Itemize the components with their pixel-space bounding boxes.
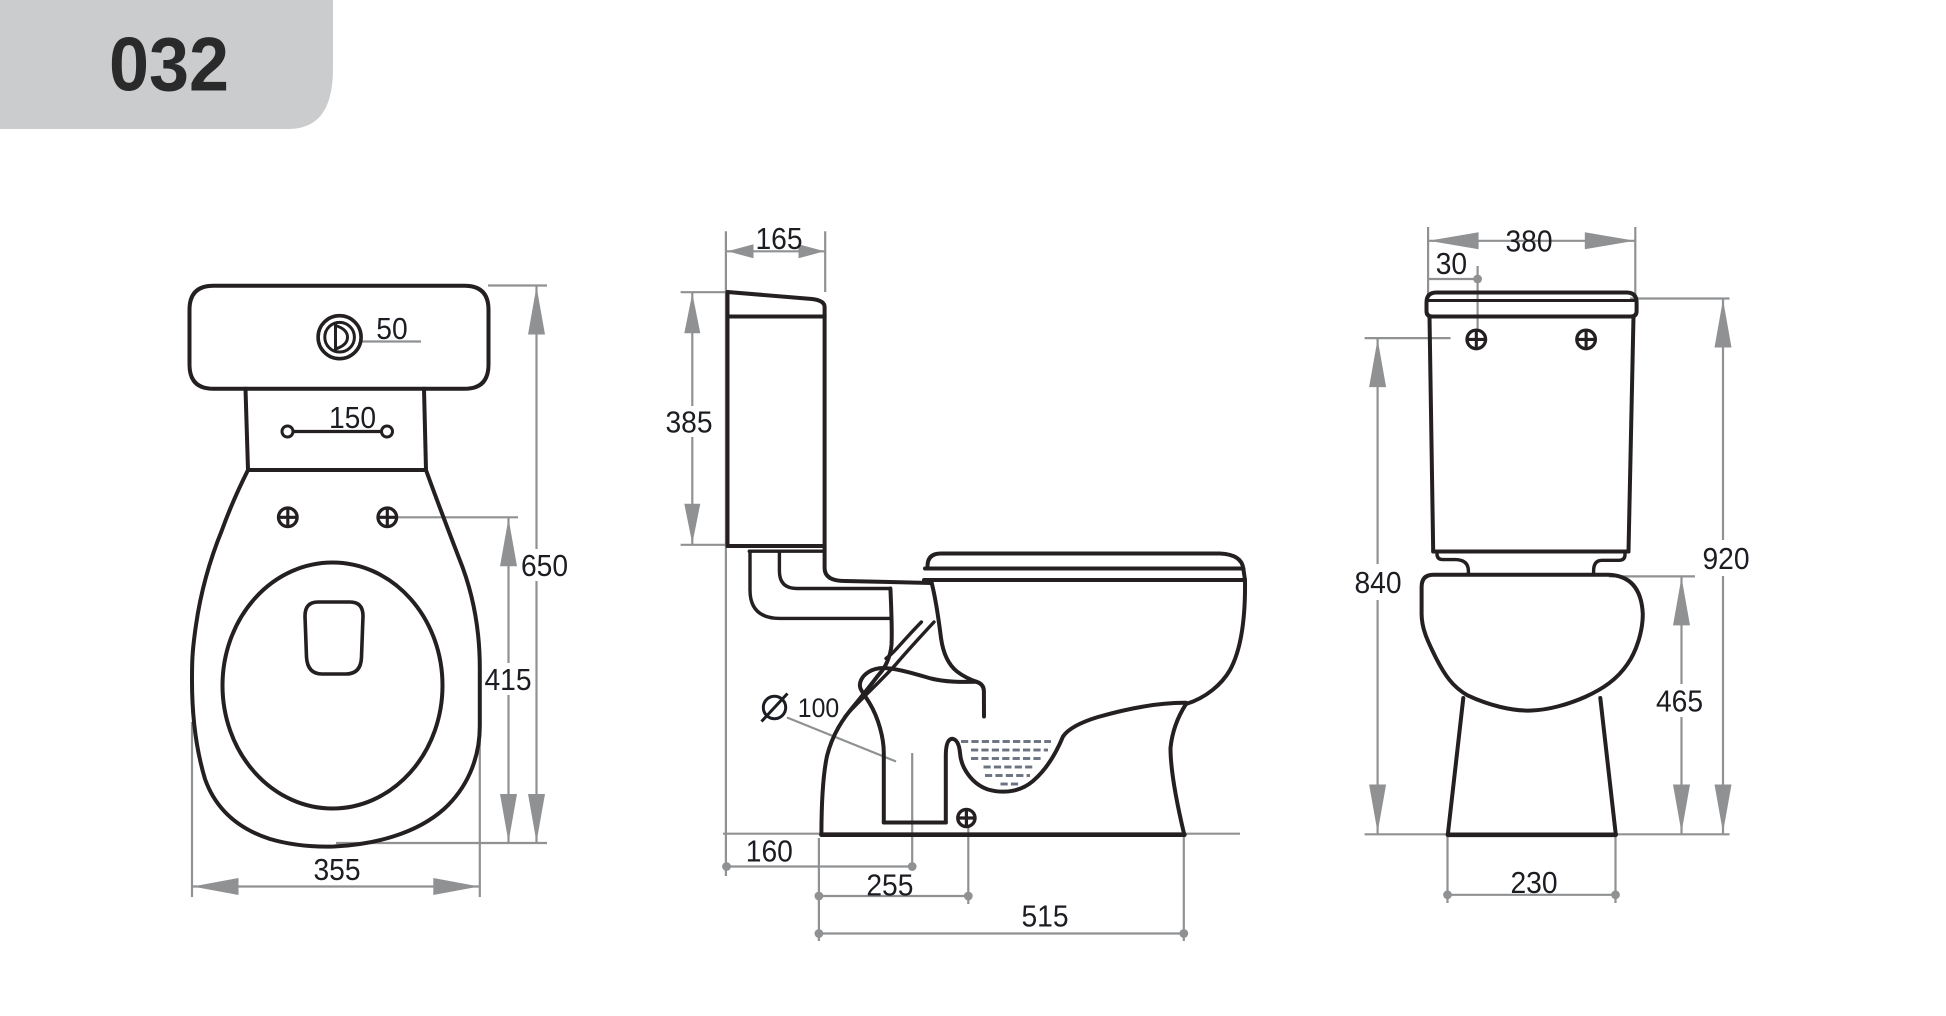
svg-text:150: 150 bbox=[329, 401, 376, 435]
svg-text:230: 230 bbox=[1510, 866, 1557, 900]
svg-text:255: 255 bbox=[866, 869, 913, 903]
svg-text:165: 165 bbox=[755, 222, 802, 256]
svg-text:50: 50 bbox=[376, 312, 407, 346]
svg-text:415: 415 bbox=[484, 663, 531, 697]
svg-text:920: 920 bbox=[1702, 542, 1749, 576]
svg-text:100: 100 bbox=[798, 693, 839, 723]
svg-text:465: 465 bbox=[1656, 685, 1703, 719]
svg-text:160: 160 bbox=[746, 835, 793, 869]
svg-text:032: 032 bbox=[109, 23, 229, 108]
svg-text:380: 380 bbox=[1505, 224, 1552, 258]
svg-text:30: 30 bbox=[1436, 247, 1467, 281]
svg-text:355: 355 bbox=[313, 853, 360, 887]
svg-text:515: 515 bbox=[1021, 900, 1068, 934]
svg-text:385: 385 bbox=[665, 406, 712, 440]
svg-text:650: 650 bbox=[521, 549, 568, 583]
svg-text:840: 840 bbox=[1354, 566, 1401, 600]
